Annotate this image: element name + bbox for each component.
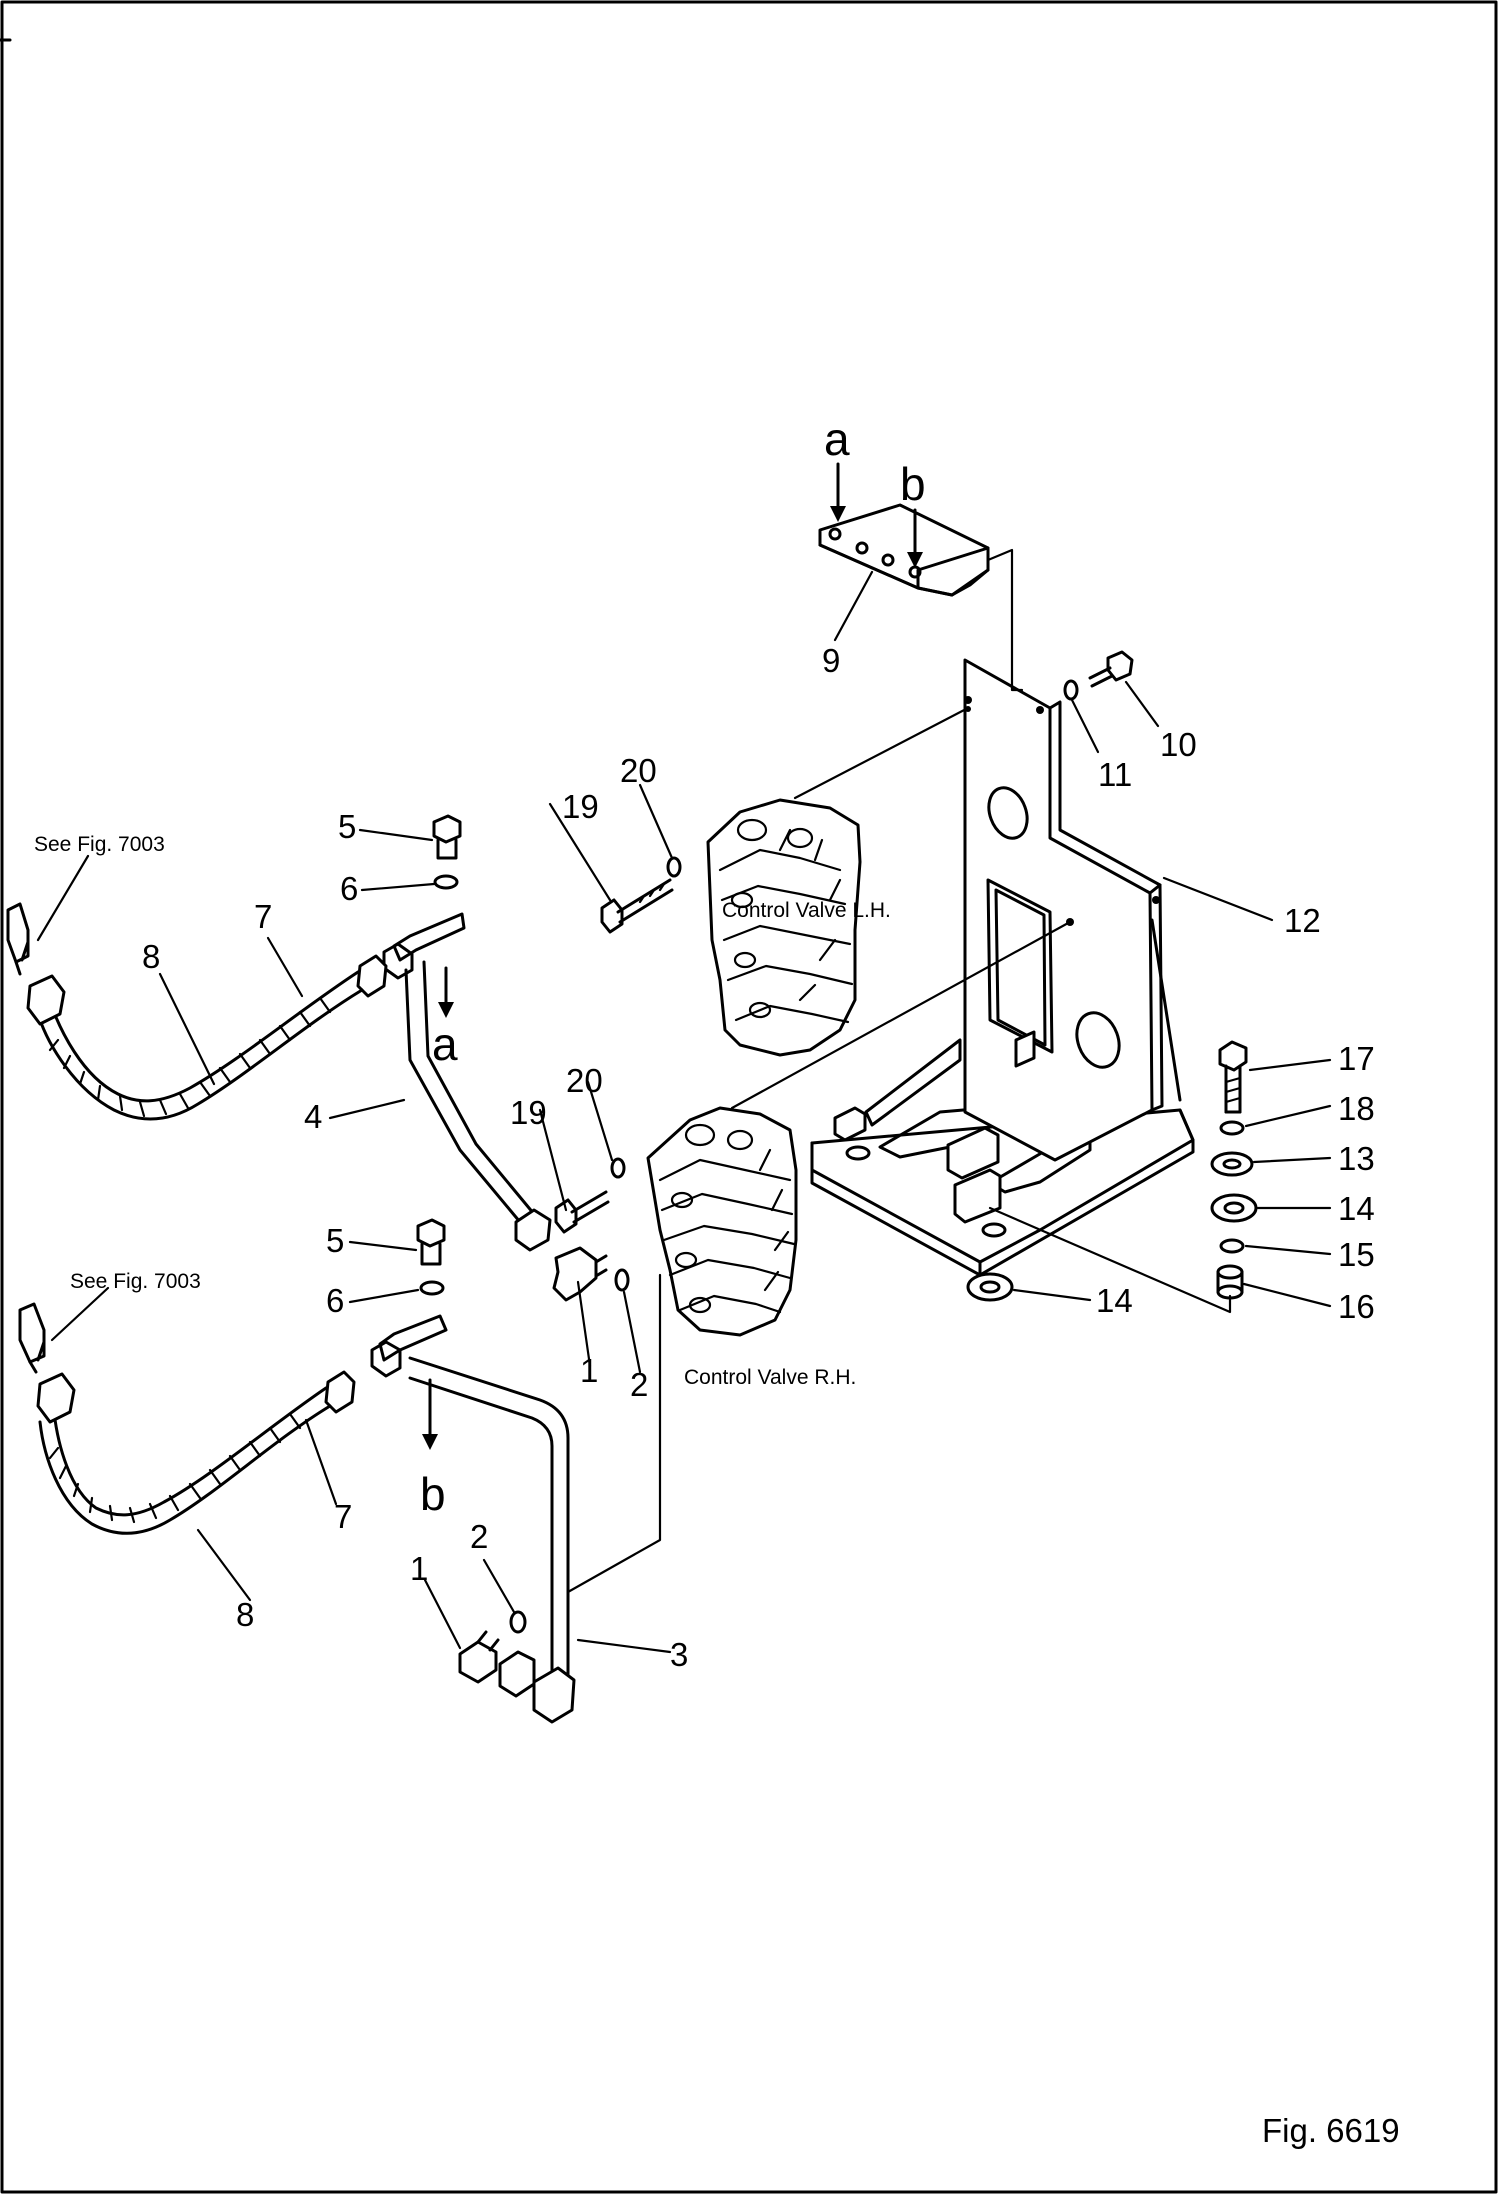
callout-17: 17 xyxy=(1338,1040,1375,1077)
callout-14-right: 14 xyxy=(1338,1190,1375,1227)
labels: a b a b See Fig. 7003 See Fig. 7003 Cont… xyxy=(34,413,1400,2149)
bolt-19-lower xyxy=(554,1190,610,1234)
callout-5-lower: 5 xyxy=(326,1222,344,1259)
see-fig-ref-lower: See Fig. 7003 xyxy=(70,1270,201,1293)
callout-14-lower: 14 xyxy=(1096,1282,1133,1319)
rubber-mount-14-lower xyxy=(966,1272,1014,1302)
bolt-17 xyxy=(1218,1040,1248,1114)
spacer-16 xyxy=(1216,1264,1244,1300)
callout-8-upper: 8 xyxy=(142,938,160,975)
elbow-1-lower xyxy=(458,1630,500,1684)
view-label-b-mid: b xyxy=(420,1468,446,1520)
arrow-a-mid xyxy=(438,966,454,1018)
oring-2-lower xyxy=(509,1610,527,1634)
view-label-b-top: b xyxy=(900,458,926,510)
callout-20-upper: 20 xyxy=(620,752,657,789)
callout-6-lower: 6 xyxy=(326,1282,344,1319)
hose-upper xyxy=(26,954,388,1121)
ring-15 xyxy=(1219,1238,1245,1254)
callout-3: 3 xyxy=(670,1636,688,1673)
view-label-a-mid: a xyxy=(432,1018,458,1070)
callout-13: 13 xyxy=(1338,1140,1375,1177)
washer-18 xyxy=(1219,1120,1245,1136)
bolt-19-upper xyxy=(600,878,674,934)
bolt-10 xyxy=(1088,650,1134,688)
bolt-5-lower xyxy=(416,1218,446,1266)
callout-11: 11 xyxy=(1098,756,1132,793)
leader-lines xyxy=(36,570,1332,1654)
callout-1-upper: 1 xyxy=(580,1352,598,1389)
oring-2-upper xyxy=(614,1268,630,1292)
washer-6-upper xyxy=(433,874,459,890)
callout-15: 15 xyxy=(1338,1236,1375,1273)
callout-7-lower: 7 xyxy=(334,1498,352,1535)
callout-6-upper: 6 xyxy=(340,870,358,907)
callout-12: 12 xyxy=(1284,902,1321,939)
figure-number: Fig. 6619 xyxy=(1262,2112,1400,2149)
washer-20-upper xyxy=(666,856,682,878)
bolt-5-upper xyxy=(432,814,462,860)
callout-16: 16 xyxy=(1338,1288,1375,1325)
callout-1-lower: 1 xyxy=(410,1550,428,1587)
connector-upper xyxy=(6,902,30,976)
arrow-b-mid xyxy=(422,1378,438,1450)
mounting-frame xyxy=(810,658,1195,1277)
control-valve-rh-label: Control Valve R.H. xyxy=(684,1366,856,1389)
see-fig-ref-upper: See Fig. 7003 xyxy=(34,833,165,856)
callout-8-lower: 8 xyxy=(236,1596,254,1633)
callout-10: 10 xyxy=(1160,726,1197,763)
pipe-4 xyxy=(382,912,552,1252)
callout-9: 9 xyxy=(822,642,840,679)
rubber-mount-13 xyxy=(1210,1151,1254,1177)
control-valve-lh xyxy=(706,798,862,1057)
callout-18: 18 xyxy=(1338,1090,1375,1127)
callout-4: 4 xyxy=(304,1098,322,1135)
view-label-a-top: a xyxy=(824,413,850,465)
control-valve-lh-label: Control Valve L.H. xyxy=(722,899,891,922)
callout-2-upper: 2 xyxy=(630,1366,648,1403)
washer-11 xyxy=(1063,679,1079,701)
washer-20-lower xyxy=(610,1157,626,1179)
washer-6-lower xyxy=(419,1280,445,1296)
callout-19-upper: 19 xyxy=(562,788,599,825)
callout-5-upper: 5 xyxy=(338,808,356,845)
rubber-mount-14-right xyxy=(1210,1193,1258,1223)
bracket xyxy=(818,503,1024,692)
hose-lower xyxy=(36,1370,356,1535)
arrow-a-top xyxy=(830,462,846,522)
callout-7-upper: 7 xyxy=(254,898,272,935)
callout-19-lower: 19 xyxy=(510,1094,547,1131)
control-valve-rh xyxy=(646,1106,798,1337)
callout-2-lower: 2 xyxy=(470,1518,488,1555)
callout-20-lower: 20 xyxy=(566,1062,603,1099)
connector-lower xyxy=(18,1302,46,1374)
arrow-b-top xyxy=(907,508,923,568)
pipe-3 xyxy=(370,1314,576,1724)
